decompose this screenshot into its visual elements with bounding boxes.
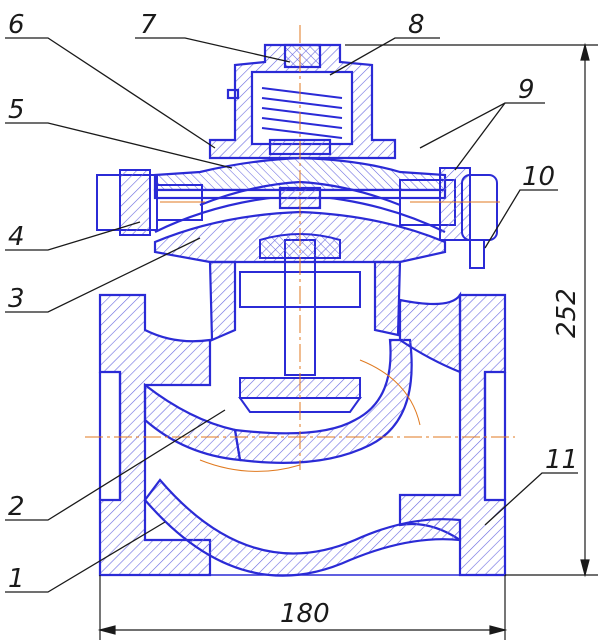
callout-5: 5 bbox=[8, 95, 25, 125]
callout-6: 6 bbox=[8, 10, 25, 40]
dimension-lines bbox=[97, 42, 598, 640]
centerlines bbox=[85, 25, 515, 472]
left-fitting bbox=[96, 169, 205, 236]
right-fitting bbox=[399, 167, 500, 269]
callout-8: 8 bbox=[408, 10, 425, 40]
leader-lines bbox=[5, 37, 578, 593]
callout-2: 2 bbox=[8, 492, 25, 522]
callout-9: 9 bbox=[518, 75, 535, 105]
spring-bonnet bbox=[208, 43, 397, 160]
valve-body bbox=[98, 260, 507, 577]
callout-7: 7 bbox=[140, 10, 157, 40]
dimension-height: 252 bbox=[552, 288, 582, 338]
callout-1: 1 bbox=[8, 564, 25, 594]
callout-3: 3 bbox=[8, 284, 25, 314]
callout-11: 11 bbox=[545, 445, 578, 475]
callout-10: 10 bbox=[522, 162, 555, 192]
dimension-width: 180 bbox=[280, 599, 330, 629]
callout-4: 4 bbox=[8, 222, 25, 252]
